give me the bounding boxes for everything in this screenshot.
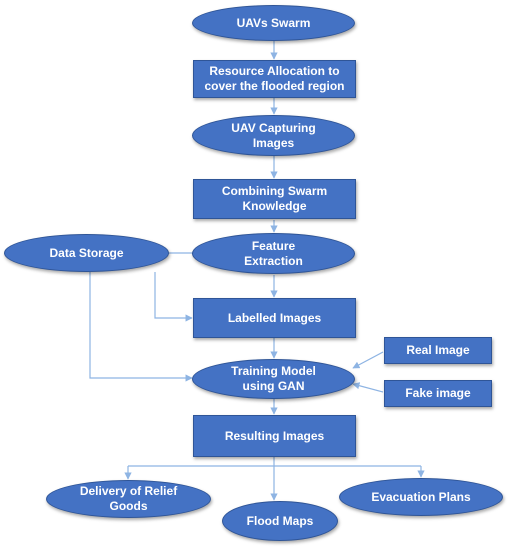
node-resulting-images-label: Resulting Images (224, 428, 325, 443)
node-labelled-images-label: Labelled Images (227, 310, 322, 325)
node-evacuation-plans: Evacuation Plans (339, 478, 503, 516)
node-flood-maps: Flood Maps (222, 501, 338, 541)
node-feature-extraction: Feature Extraction (192, 233, 355, 274)
node-real-image-label: Real Image (406, 343, 470, 357)
arrow-storage-to-labelled (154, 272, 193, 322)
node-training-model: Training Model using GAN (192, 359, 355, 399)
node-resulting-images: Resulting Images (193, 415, 356, 457)
arrow-real-to-training (352, 351, 384, 369)
node-combining-swarm-knowledge-label: Combining Swarm Knowledge (221, 184, 328, 213)
node-uav-capturing-images: UAV Capturing Images (192, 115, 355, 156)
arrow-storage-to-training (89, 272, 193, 382)
node-flood-maps-label: Flood Maps (246, 513, 314, 528)
node-data-storage-label: Data Storage (49, 245, 124, 260)
node-training-model-label: Training Model using GAN (231, 364, 316, 393)
node-delivery-relief-goods-label: Delivery of Relief Goods (79, 484, 178, 513)
node-data-storage: Data Storage (4, 234, 169, 272)
node-combining-swarm-knowledge: Combining Swarm Knowledge (193, 179, 356, 219)
node-uav-capturing-images-label: UAV Capturing Images (231, 120, 316, 150)
node-uavs-swarm: UAVs Swarm (192, 5, 355, 41)
node-feature-extraction-label: Feature Extraction (244, 238, 303, 268)
node-labelled-images: Labelled Images (193, 298, 356, 338)
node-delivery-relief-goods: Delivery of Relief Goods (46, 480, 211, 518)
arrow-fake-to-training (352, 382, 384, 393)
node-real-image: Real Image (384, 337, 492, 364)
node-fake-image-label: Fake image (405, 386, 471, 400)
node-fake-image: Fake image (384, 380, 492, 407)
node-resource-allocation-label: Resource Allocation to cover the flooded… (204, 64, 345, 93)
node-uavs-swarm-label: UAVs Swarm (236, 15, 311, 30)
node-evacuation-plans-label: Evacuation Plans (371, 489, 471, 504)
node-resource-allocation: Resource Allocation to cover the flooded… (193, 60, 356, 98)
